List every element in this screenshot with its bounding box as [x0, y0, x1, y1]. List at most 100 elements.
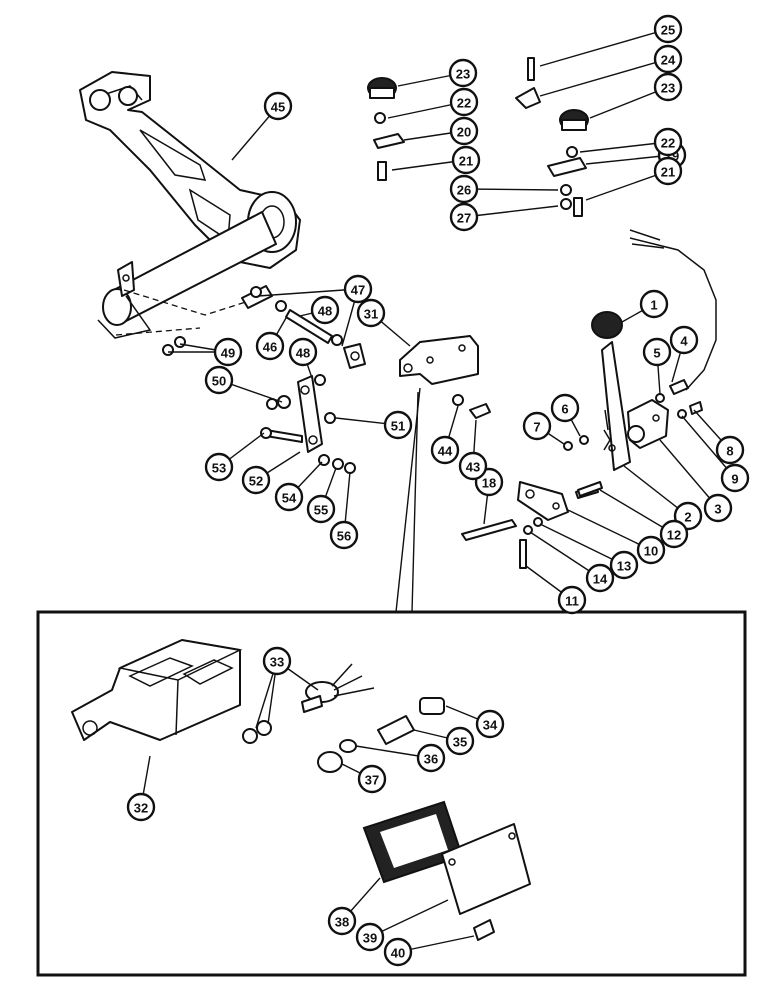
callout-49: 49: [213, 337, 243, 367]
callout-label: 22: [661, 136, 675, 151]
callout-label: 35: [453, 735, 467, 750]
leader-line: [659, 439, 719, 509]
callout-48: 48: [288, 337, 318, 367]
callout-label: 3: [714, 502, 721, 517]
callout-label: 2: [684, 510, 691, 525]
callout-label: 25: [661, 23, 675, 38]
callout-label: 5: [653, 346, 660, 361]
leader-line: [585, 170, 669, 201]
parts-artwork: [36, 57, 747, 977]
callout-label: 7: [533, 420, 540, 435]
pivot-bracket-part-3: [563, 379, 703, 497]
callout-37: 37: [357, 764, 387, 794]
callout-label: 39: [363, 931, 377, 946]
leader-line: [579, 141, 669, 153]
callout-47: 47: [343, 274, 373, 304]
callout-label: 56: [337, 529, 351, 544]
callout-label: 46: [263, 340, 277, 355]
callout-label: 53: [212, 461, 226, 476]
callout-label: 34: [483, 718, 498, 733]
callout-9: 9: [720, 463, 750, 493]
callout-label: 38: [335, 915, 349, 930]
callout-56: 56: [329, 520, 359, 550]
callout-54: 54: [274, 482, 304, 512]
callout-label: 11: [565, 594, 579, 609]
screw-part-40: [473, 919, 495, 941]
leader-line: [585, 154, 673, 165]
callout-14: 14: [585, 563, 615, 593]
callout-51: 51: [383, 410, 413, 440]
callout-27: 27: [449, 202, 479, 232]
callout-label: 14: [593, 572, 608, 587]
callout-label: 51: [391, 419, 405, 434]
callout-label: 40: [391, 946, 405, 961]
callout-34: 34: [475, 709, 505, 739]
callout-23: 23: [653, 72, 683, 102]
callout-label: 4: [680, 334, 688, 349]
callout-label: 27: [457, 211, 471, 226]
callout-35: 35: [445, 726, 475, 756]
switch-housing-part-31: [399, 335, 491, 419]
shift-lever-part-2: [591, 311, 631, 471]
callout-7: 7: [522, 411, 552, 441]
callout-23: 23: [448, 58, 478, 88]
callout-label: 24: [661, 53, 676, 68]
callout-label: 18: [482, 476, 496, 491]
callout-label: 1: [650, 298, 657, 313]
switch-part-33: [242, 663, 375, 744]
callout-label: 50: [212, 374, 226, 389]
callout-50: 50: [204, 365, 234, 395]
leader-line: [463, 205, 559, 218]
callout-label: 43: [466, 460, 480, 475]
callout-11: 11: [557, 585, 587, 615]
leader-line: [539, 28, 669, 67]
callout-label: 21: [459, 154, 473, 169]
callout-4: 4: [669, 325, 699, 355]
callout-label: 20: [457, 125, 471, 140]
callout-label: 8: [726, 444, 733, 459]
callout-bubbles: 1234567891011121314181920212122222323242…: [126, 14, 750, 967]
switch-housing-part-32: [71, 639, 243, 741]
callout-39: 39: [355, 922, 385, 952]
callout-12: 12: [659, 519, 689, 549]
wire-harness: [629, 237, 717, 391]
callout-label: 23: [456, 67, 470, 82]
link-bar-part-52: [162, 336, 356, 474]
callout-label: 52: [249, 474, 263, 489]
callout-31: 31: [356, 298, 386, 328]
lever-arm-part-45: [79, 71, 301, 339]
callout-24: 24: [653, 44, 683, 74]
callout-22: 22: [449, 87, 479, 117]
callout-20: 20: [449, 116, 479, 146]
cover-plate-part-39: [441, 823, 531, 915]
callout-label: 55: [314, 503, 328, 518]
callout-label: 10: [644, 544, 658, 559]
callout-21: 21: [451, 145, 481, 175]
exploded-view-inset-frame: [36, 610, 747, 977]
callout-label: 33: [270, 655, 284, 670]
callout-label: 44: [438, 444, 453, 459]
callout-10: 10: [636, 535, 666, 565]
top-hardware-parts-19-27: [367, 57, 589, 217]
leader-line: [567, 509, 652, 551]
callout-44: 44: [430, 435, 460, 465]
block-part-10: [517, 481, 599, 569]
callout-3: 3: [703, 493, 733, 523]
callout-21: 21: [653, 156, 683, 186]
callout-label: 31: [364, 307, 378, 322]
callout-8: 8: [715, 435, 745, 465]
callout-label: 48: [318, 304, 332, 319]
callout-label: 48: [296, 346, 310, 361]
callout-label: 45: [271, 100, 285, 115]
callout-36: 36: [416, 743, 446, 773]
callout-label: 26: [457, 183, 471, 198]
callout-55: 55: [306, 494, 336, 524]
clevis-rod-parts-46-47-48: [241, 285, 366, 369]
callout-45: 45: [263, 91, 293, 121]
callout-label: 12: [667, 528, 681, 543]
callout-label: 32: [134, 801, 148, 816]
callout-label: 13: [617, 559, 631, 574]
callout-label: 6: [561, 402, 568, 417]
callout-label: 22: [457, 96, 471, 111]
callout-22: 22: [653, 127, 683, 157]
